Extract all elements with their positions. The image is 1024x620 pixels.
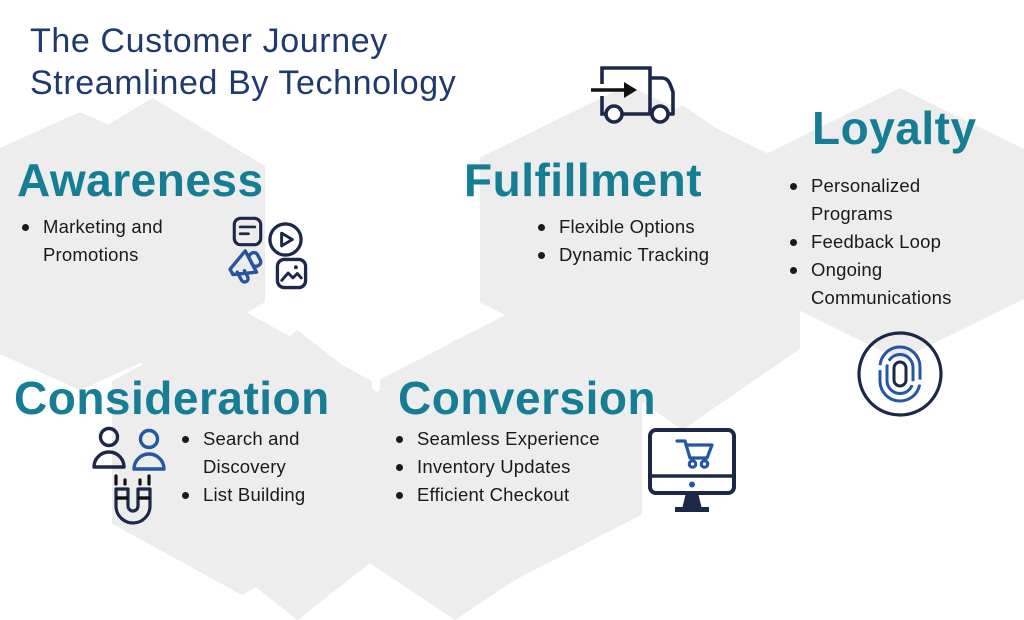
bullet-dot [396, 464, 403, 471]
list-item: Seamless Experience [396, 425, 646, 453]
delivery-truck-icon [590, 56, 682, 128]
page-title: The Customer Journey Streamlined By Tech… [30, 20, 456, 104]
awareness-icon-cluster [220, 210, 332, 302]
list-item-text: Feedback Loop [811, 231, 942, 252]
bullet-dot [790, 239, 797, 246]
page-title-line1: The Customer Journey [30, 22, 388, 60]
note-icon [232, 216, 263, 247]
bullet-dot [790, 267, 797, 274]
bullet-dot [182, 492, 189, 499]
list-item-text: List Building [203, 484, 306, 505]
page-title-line2: Streamlined By Technology [30, 64, 457, 102]
megaphone-icon [228, 249, 263, 284]
list-item: List Building [182, 481, 330, 509]
list-item-text: Dynamic Tracking [559, 244, 710, 265]
audience-magnet-icon [88, 426, 180, 538]
list-item: Dynamic Tracking [538, 241, 788, 269]
bullet-dot [538, 252, 545, 259]
bullet-dot [182, 436, 189, 443]
list-item-text: Marketing and Promotions [43, 216, 163, 265]
list-item: Search and Discovery [182, 425, 330, 481]
list-item: Flexible Options [538, 213, 788, 241]
conversion-bullet-list: Seamless Experience Inventory Updates Ef… [396, 425, 646, 509]
list-item-text: Seamless Experience [417, 428, 600, 449]
awareness-bullet-list: Marketing and Promotions [22, 213, 190, 269]
list-item: Inventory Updates [396, 453, 646, 481]
fingerprint-icon [856, 330, 944, 418]
bullet-dot [396, 436, 403, 443]
list-item: Ongoing Communications [790, 256, 975, 312]
list-item: Marketing and Promotions [22, 213, 190, 269]
stage-heading-fulfillment: Fulfillment [464, 154, 703, 206]
play-video-icon [268, 222, 303, 257]
list-item-text: Search and Discovery [203, 428, 300, 477]
online-store-monitor-icon [644, 424, 740, 524]
list-item-text: Flexible Options [559, 216, 695, 237]
bullet-dot [790, 183, 797, 190]
list-item-text: Efficient Checkout [417, 484, 570, 505]
image-icon [275, 257, 308, 290]
list-item-text: Personalized Programs [811, 175, 921, 224]
stage-heading-loyalty: Loyalty [812, 102, 977, 154]
list-item: Feedback Loop [790, 228, 975, 256]
bullet-dot [22, 224, 29, 231]
stage-heading-consideration: Consideration [14, 372, 330, 424]
list-item: Personalized Programs [790, 172, 975, 228]
fulfillment-bullet-list: Flexible Options Dynamic Tracking [538, 213, 788, 269]
list-item: Efficient Checkout [396, 481, 646, 509]
bullet-dot [538, 224, 545, 231]
bullet-dot [396, 492, 403, 499]
stage-heading-awareness: Awareness [17, 154, 264, 206]
loyalty-bullet-list: Personalized Programs Feedback Loop Ongo… [790, 172, 975, 312]
list-item-text: Inventory Updates [417, 456, 571, 477]
list-item-text: Ongoing Communications [811, 259, 952, 308]
consideration-bullet-list: Search and Discovery List Building [182, 425, 330, 509]
stage-heading-conversion: Conversion [398, 372, 657, 424]
